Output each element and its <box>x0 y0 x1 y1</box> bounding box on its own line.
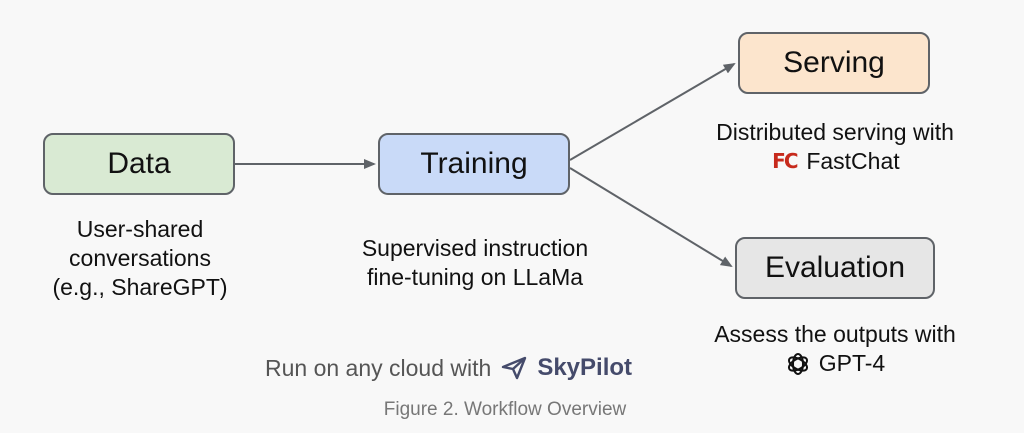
caption-data-line-3: (e.g., ShareGPT) <box>52 274 228 300</box>
caption-evaluation-line-2: GPT-4 <box>670 349 1000 378</box>
gpt4-brand: GPT-4 <box>818 350 886 376</box>
arrow-training-to-serving <box>569 62 736 161</box>
node-serving: Serving <box>738 32 930 94</box>
openai-logo-icon <box>787 352 808 375</box>
run-on-cloud-line: Run on any cloud with SkyPilot <box>265 351 695 385</box>
caption-data: User-shared conversations (e.g., ShareGP… <box>30 215 250 302</box>
caption-serving-line-1: Distributed serving with <box>716 119 954 145</box>
node-training: Training <box>378 133 570 195</box>
node-data: Data <box>43 133 235 195</box>
arrow-training-to-evaluation <box>569 167 733 268</box>
caption-data-line-1: User-shared <box>76 216 204 242</box>
caption-training-line-2: fine-tuning on LLaMa <box>366 264 584 290</box>
caption-training-line-1: Supervised instruction <box>361 235 589 261</box>
node-training-label: Training <box>420 147 528 180</box>
node-evaluation-label: Evaluation <box>764 251 906 284</box>
caption-serving: Distributed serving with FC FastChat <box>680 118 990 176</box>
figure-caption: Figure 2. Workflow Overview <box>383 399 627 420</box>
run-on-cloud-text: Run on any cloud with <box>265 354 492 381</box>
fastchat-brand: FastChat <box>806 148 900 174</box>
caption-training: Supervised instruction fine-tuning on LL… <box>315 234 635 292</box>
caption-evaluation: Assess the outputs with GPT-4 <box>670 320 1000 378</box>
skypilot-brand: SkyPilot <box>537 354 633 381</box>
caption-evaluation-line-1: Assess the outputs with <box>714 321 956 347</box>
node-evaluation: Evaluation <box>735 237 935 299</box>
paper-plane-icon <box>502 356 527 380</box>
node-serving-label: Serving <box>783 46 885 79</box>
node-data-label: Data <box>107 147 171 180</box>
caption-data-line-2: conversations <box>69 245 211 271</box>
caption-serving-line-2: FC FastChat <box>680 147 990 176</box>
fastchat-logo-icon: FC <box>772 149 798 173</box>
